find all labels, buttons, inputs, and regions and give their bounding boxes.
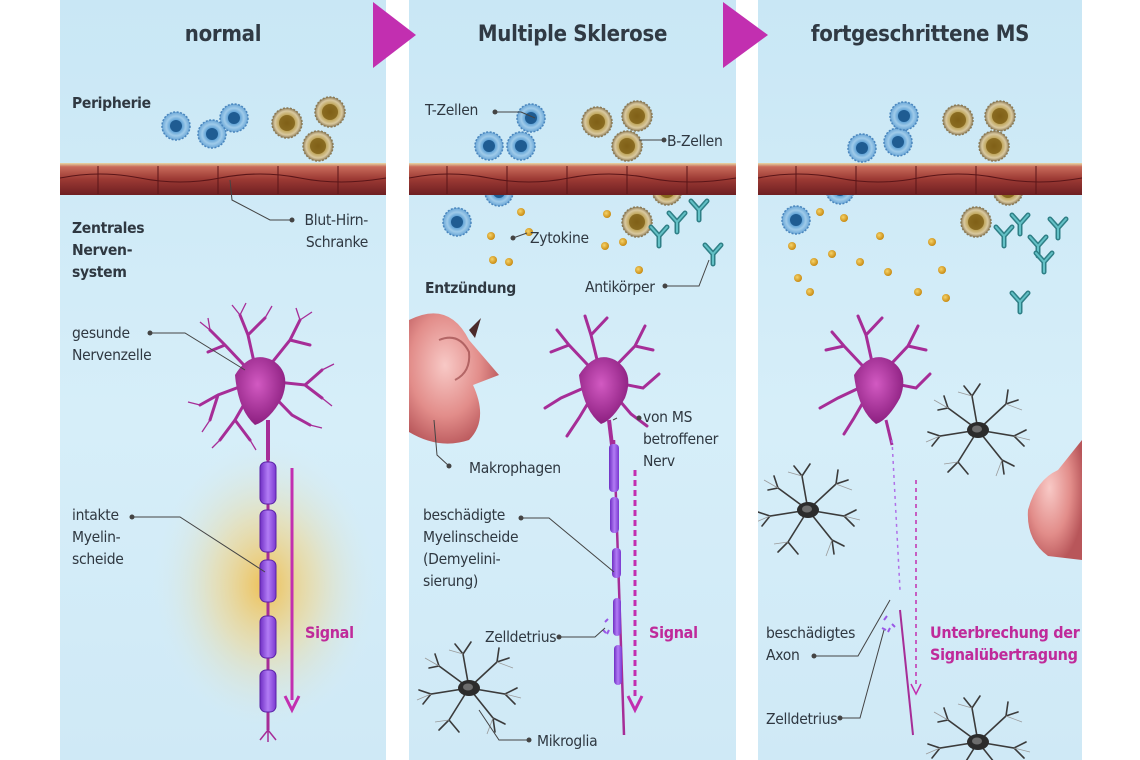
label-cell-debris: Zelldetrius (766, 708, 837, 730)
antibodies (996, 215, 1066, 312)
label-signal: Signal (649, 622, 698, 644)
microglia (926, 384, 1030, 476)
microglia (758, 464, 860, 556)
damaged-axon (882, 440, 913, 735)
signal-arrow (628, 470, 642, 710)
label-macrophages: Makrophagen (469, 457, 561, 479)
b-cells-cluster (272, 97, 345, 161)
label-cell-debris: Zelldetrius (485, 626, 556, 648)
blood-brain-barrier (758, 163, 1082, 195)
label-cytokines: Zytokine (530, 227, 589, 249)
blood-brain-barrier (409, 163, 736, 195)
damaged-myelin-sheath (603, 440, 624, 735)
label-central-nervous-system: Zentrales Nerven- system (72, 217, 144, 283)
panel-title-normal: normal (60, 22, 386, 47)
microglia (926, 696, 1030, 760)
macrophage (1028, 440, 1082, 560)
label-intact-myelin: intakte Myelin- scheide (72, 504, 124, 570)
label-blood-brain-barrier: Blut-Hirn- Schranke (305, 209, 368, 253)
microglia (417, 642, 521, 734)
label-affected-nerve: von MS betroffener Nerv (643, 406, 718, 472)
panel-normal: normal Peripherie Blut-Hirn- Schranke Ze… (60, 0, 386, 760)
intact-myelin-sheath (260, 455, 276, 742)
label-inflammation: Entzündung (425, 277, 516, 299)
panel-multiple-sclerosis: Multiple Sklerose T-Zellen B-Zellen Zyto… (409, 0, 736, 760)
panel-advanced-ms: fortgeschrittene MS beschädigtes Axon Un… (758, 0, 1082, 760)
label-signal: Signal (305, 622, 354, 644)
t-cells-cluster (162, 104, 248, 148)
macrophage (409, 313, 499, 443)
antibodies (651, 201, 721, 264)
label-b-cells: B-Zellen (667, 130, 723, 152)
advanced-neuron (820, 316, 930, 445)
label-t-cells: T-Zellen (425, 99, 478, 121)
blood-brain-barrier (60, 163, 386, 195)
cytokines (788, 208, 950, 302)
ms-neuron (545, 316, 659, 445)
label-damaged-myelin: beschädigte Myelinscheide (Demyelini- si… (423, 504, 518, 592)
label-signal-interruption: Unterbrechung der Signalübertragung (930, 622, 1080, 666)
panel-normal-illustration (60, 0, 386, 760)
label-healthy-neuron: gesunde Nervenzelle (72, 322, 151, 366)
label-microglia: Mikroglia (537, 730, 597, 752)
panel-title-advanced-ms: fortgeschrittene MS (758, 22, 1082, 47)
signal-interruption-arrow (911, 480, 921, 694)
label-damaged-axon: beschädigtes Axon (766, 622, 855, 666)
panel-title-ms: Multiple Sklerose (409, 22, 736, 47)
label-antibodies: Antikörper (585, 276, 655, 298)
label-periphery: Peripherie (72, 92, 151, 114)
